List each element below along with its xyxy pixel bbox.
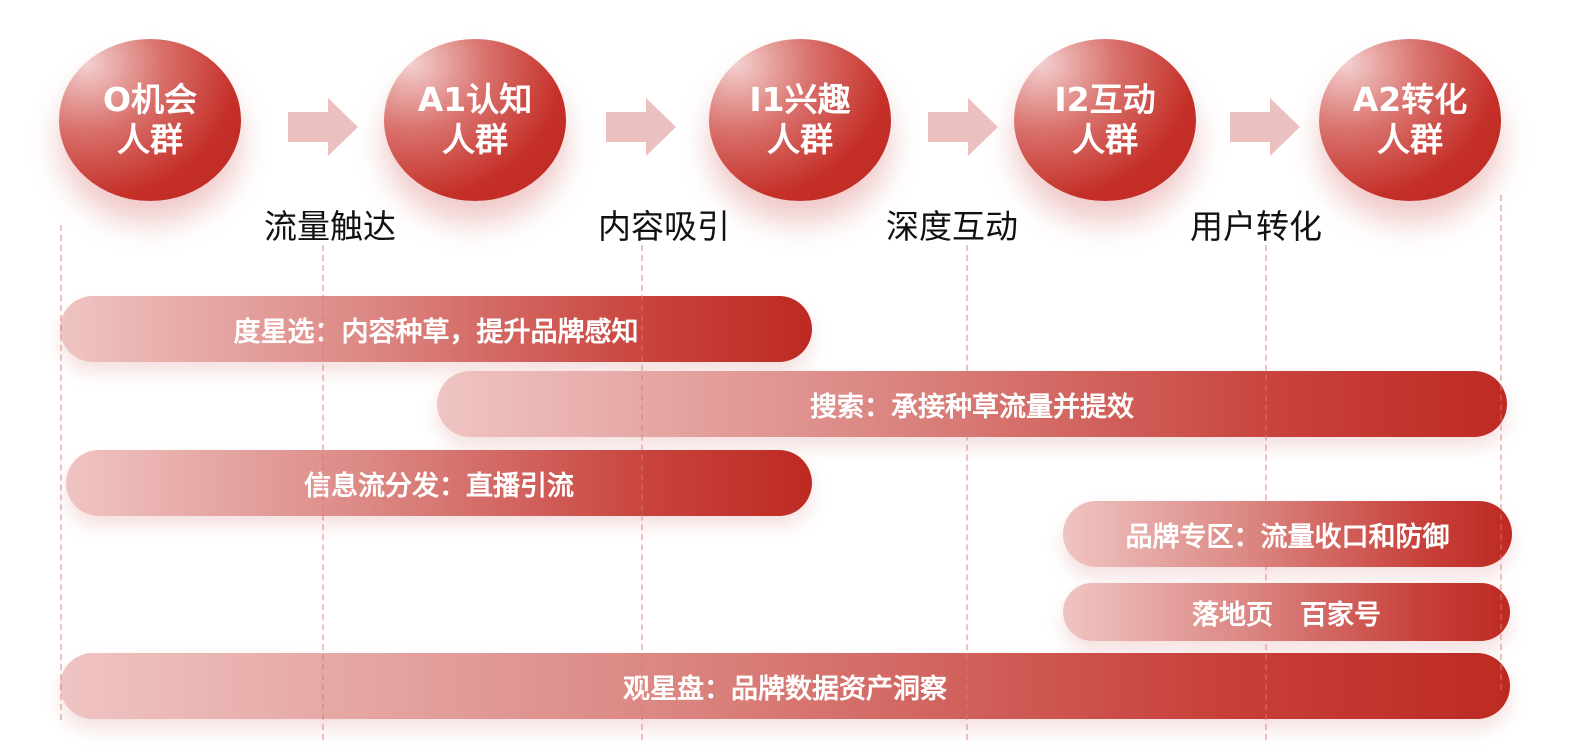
bar-feed: 信息流分发：直播引流: [66, 450, 812, 516]
arrow-right-icon: [288, 98, 358, 156]
stage-label: 用户转化: [1190, 207, 1322, 246]
stage-circle-o: O机会人群: [59, 39, 241, 201]
divider-line: [966, 245, 968, 740]
circle-label: 人群: [442, 120, 508, 159]
arrow-right-icon: [606, 98, 676, 156]
arrow-right-icon: [928, 98, 998, 156]
bar-brand-zone: 品牌专区：流量收口和防御: [1063, 501, 1512, 567]
divider-line: [1500, 195, 1502, 690]
stage-circle-i2: I2互动人群: [1014, 39, 1196, 201]
circle-label: 人群: [117, 120, 183, 159]
circle-label: 人群: [1377, 120, 1443, 159]
stage-label: 内容吸引: [598, 207, 730, 246]
circle-label: I2互动: [1054, 80, 1156, 119]
arrow-right-icon: [1230, 98, 1300, 156]
bar-duxingxuan: 度星选：内容种草，提升品牌感知: [60, 296, 812, 362]
bar-guanxingpan: 观星盘：品牌数据资产洞察: [60, 653, 1510, 719]
circle-label: 人群: [1072, 120, 1138, 159]
circle-label: A1认知: [417, 80, 533, 119]
circle-label: 人群: [767, 120, 833, 159]
stage-circle-a1: A1认知人群: [384, 39, 566, 201]
divider-line: [641, 245, 643, 740]
circle-label: I1兴趣: [749, 80, 851, 119]
stage-circle-a2: A2转化人群: [1319, 39, 1501, 201]
divider-line: [1265, 245, 1267, 740]
stage-circle-i1: I1兴趣人群: [709, 39, 891, 201]
divider-line: [322, 245, 324, 740]
circle-label: O机会: [102, 80, 198, 119]
stage-label: 深度互动: [886, 207, 1018, 246]
divider-line: [60, 225, 62, 720]
stage-label: 流量触达: [264, 207, 396, 246]
bar-search: 搜索：承接种草流量并提效: [437, 371, 1507, 437]
bar-landing-page: 落地页 百家号: [1063, 583, 1510, 641]
circle-label: A2转化: [1352, 80, 1468, 119]
